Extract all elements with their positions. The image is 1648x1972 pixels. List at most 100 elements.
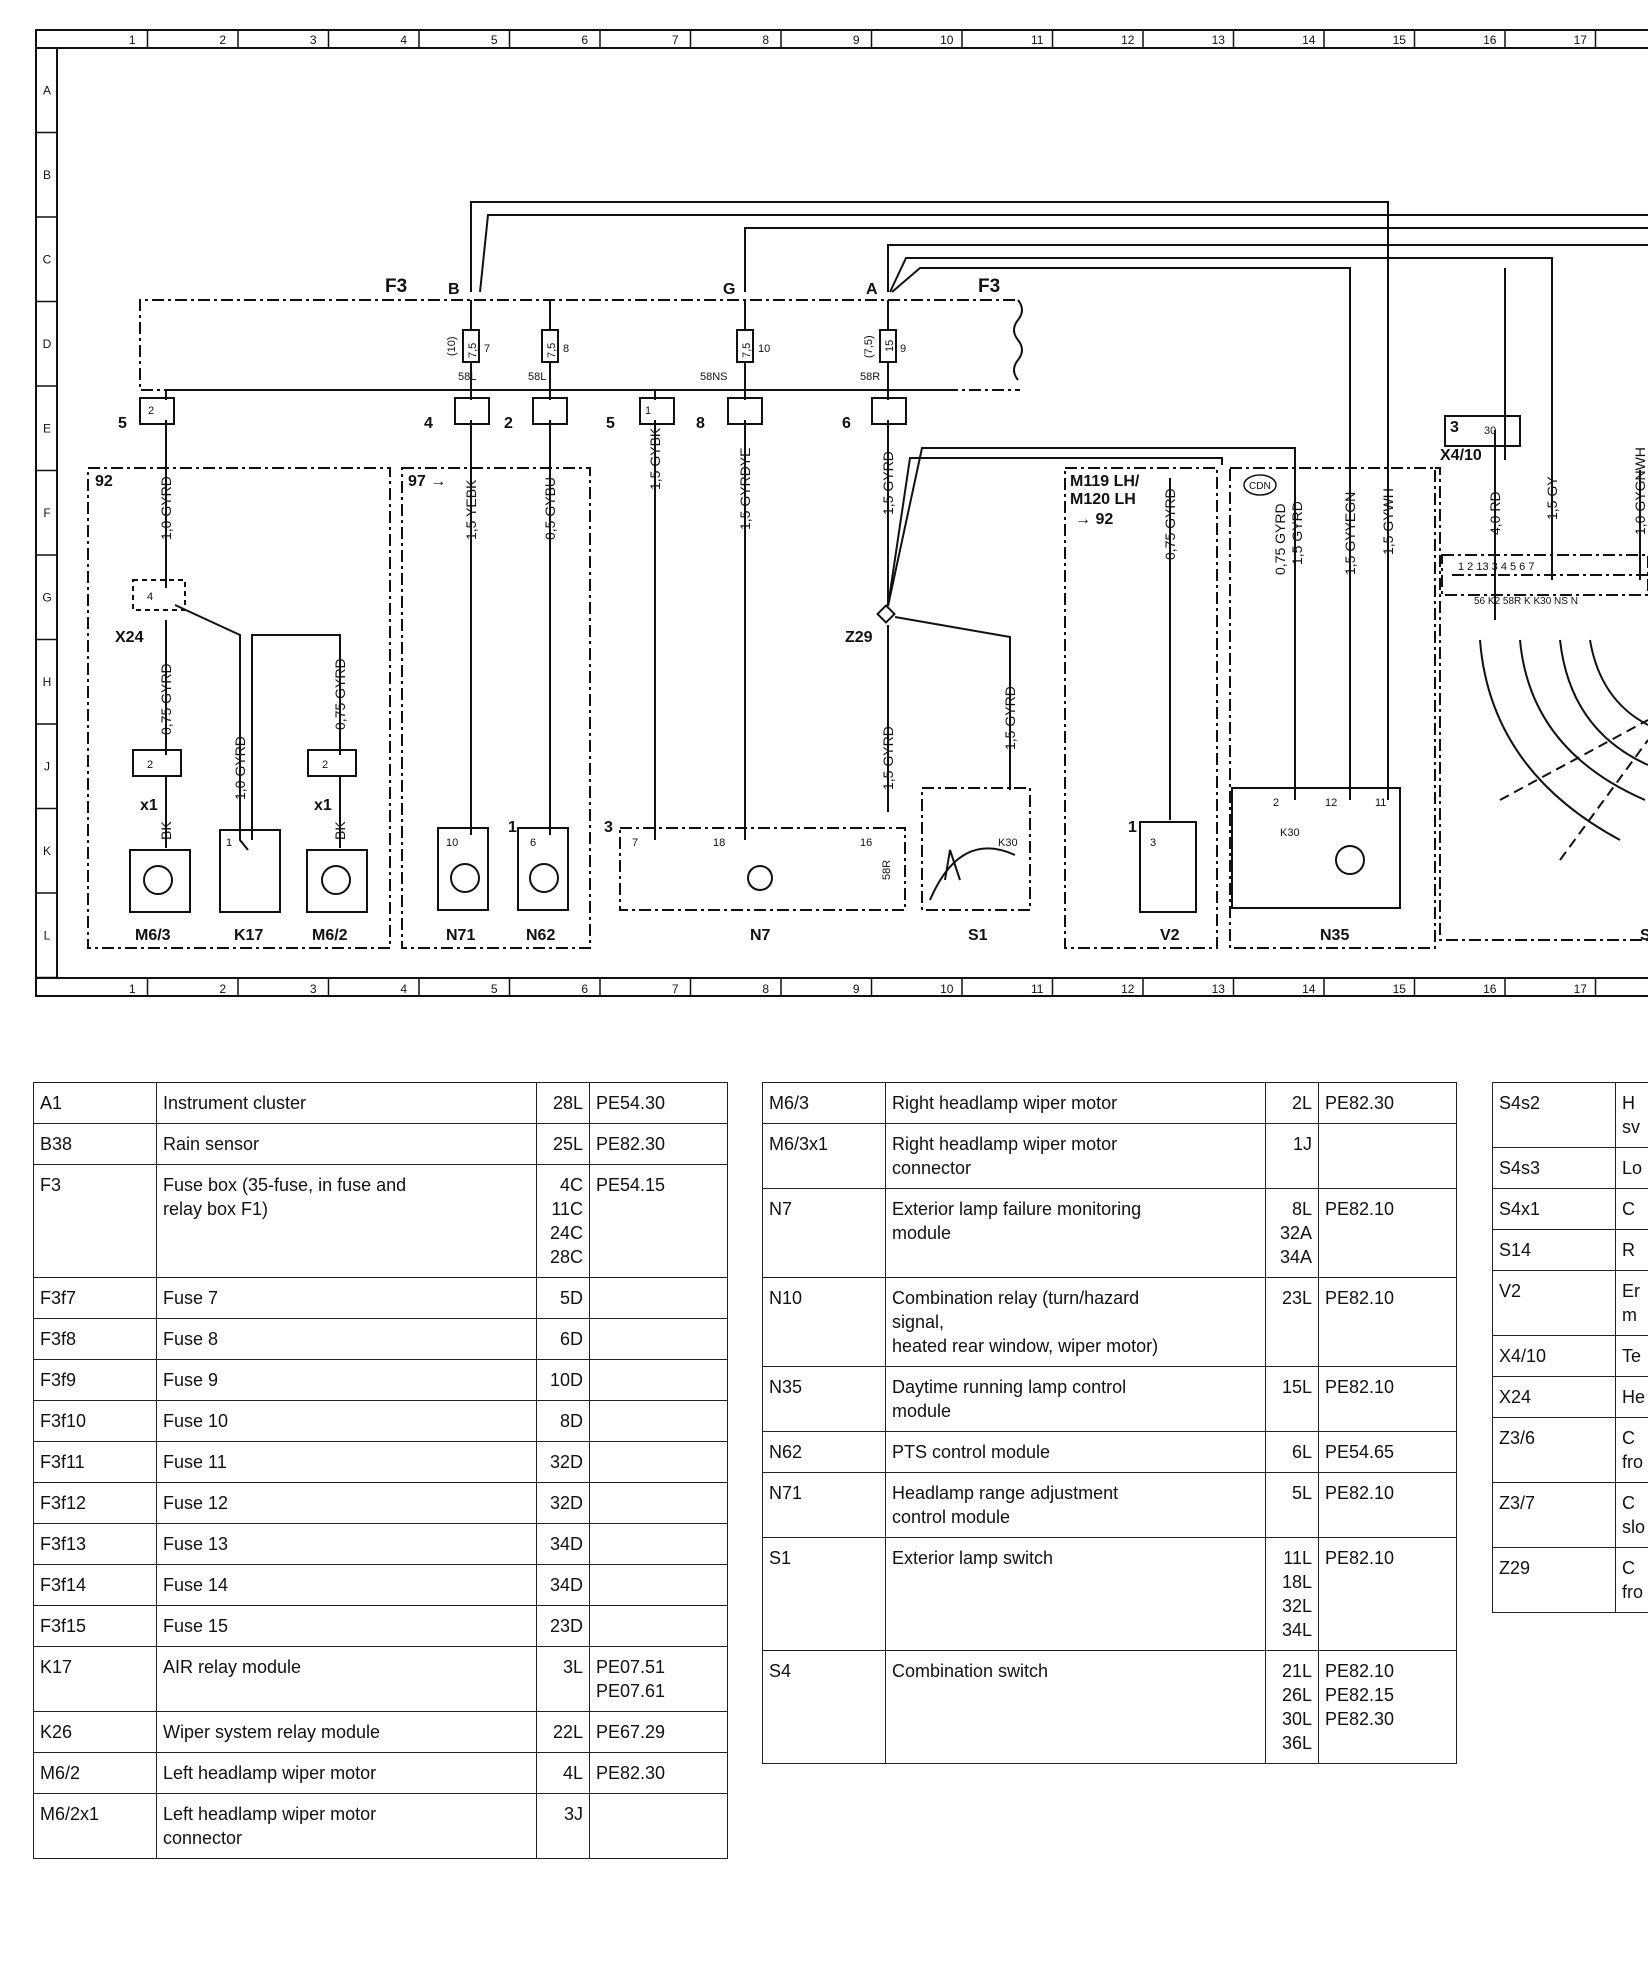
cell-line: PTS control module (892, 1442, 1051, 1462)
cell-line: 11L (1283, 1548, 1312, 1568)
grid-location: 3J (536, 1793, 590, 1859)
grid-location: 8D (536, 1400, 590, 1442)
grid-location: 23D (536, 1605, 590, 1647)
cell-line: Exterior lamp failure monitoring (892, 1199, 1142, 1219)
switch-pin-row: 1 2 13 3 4 5 6 7 (1458, 561, 1534, 573)
fuse-9-terminal: 58R (860, 371, 880, 383)
label-m6-3: M6/3 (135, 927, 171, 944)
cell-line: module (892, 1223, 952, 1243)
cell-line: Left headlamp wiper motor (163, 1804, 377, 1824)
pe-reference (589, 1359, 728, 1401)
cdn-oval (1243, 474, 1277, 496)
pin-n71: 10 (446, 837, 458, 849)
cell-line: Fuse 7 (163, 1288, 219, 1308)
grid-col-top: 9 (853, 33, 860, 47)
cell-line: Fuse box (35-fuse, in fuse and (163, 1175, 407, 1195)
cell-line: PE82.10 (1325, 1548, 1395, 1568)
grid-col-bottom: 11 (1031, 982, 1044, 996)
pe-reference (589, 1482, 728, 1524)
pin-1: 1 (645, 405, 651, 417)
component-code: M6/3 (762, 1082, 886, 1124)
component-description: PTS control module (885, 1431, 1266, 1473)
cell-line: 6L (1291, 1442, 1312, 1462)
component-code: F3f11 (33, 1441, 157, 1483)
cell-line: 34D (549, 1575, 583, 1595)
component-code: V2 (1492, 1270, 1616, 1336)
component-description: AIR relay module (156, 1646, 537, 1712)
component-description: Exterior lamp switch (885, 1537, 1266, 1651)
cell-line: Daytime running lamp control (892, 1377, 1127, 1397)
pe-reference: PE82.10 (1318, 1472, 1457, 1538)
pe-reference (589, 1523, 728, 1565)
label-92: 92 (95, 473, 113, 490)
pe-reference: PE54.15 (589, 1164, 728, 1278)
component-description: Fuse 8 (156, 1318, 537, 1360)
component-code: Z3/6 (1492, 1417, 1616, 1483)
pe-reference (589, 1277, 728, 1319)
cell-line: 4L (562, 1763, 583, 1783)
component-code: Z29 (1492, 1547, 1616, 1613)
component-description: Right headlamp wiper motor (885, 1082, 1266, 1124)
cell-line: Fuse 8 (163, 1329, 219, 1349)
cell-line: connector (163, 1828, 243, 1848)
component-code: N71 (762, 1472, 886, 1538)
cell-line: 2L (1291, 1093, 1312, 1113)
cell-line: slo (1622, 1517, 1646, 1537)
pe-reference: PE82.30 (589, 1752, 728, 1794)
grid-location: 5L (1265, 1472, 1319, 1538)
label-v2: V2 (1160, 927, 1180, 944)
cell-line: Headlamp range adjustment (892, 1483, 1119, 1503)
grid-col-bottom: 16 (1483, 982, 1497, 996)
wire-x24-a: 0,75 GYRD (158, 663, 174, 735)
cell-line: 25L (552, 1134, 583, 1154)
cell-line: sv (1622, 1117, 1640, 1137)
pin-k17: 1 (226, 837, 232, 849)
cell-line: 22L (552, 1722, 583, 1742)
cell-line: C (1622, 1493, 1635, 1513)
grid-row-label: K (43, 844, 51, 858)
cell-line: Rain sensor (163, 1134, 260, 1154)
component-description: Te (1615, 1335, 1648, 1377)
pin-5b: 5 (606, 415, 615, 432)
label-x1-b: x1 (314, 797, 332, 814)
component-description: Rain sensor (156, 1123, 537, 1165)
component-description: Fuse 14 (156, 1564, 537, 1606)
label-97: 97 → (408, 473, 446, 490)
component-description: C (1615, 1188, 1648, 1230)
cell-line: 28L (552, 1093, 583, 1113)
component-code: X24 (1492, 1376, 1616, 1418)
label-cdn: CDN (1249, 481, 1271, 492)
pin-n7-three: 3 (604, 819, 613, 836)
cell-line: signal, (892, 1312, 945, 1332)
cell-line: m (1622, 1305, 1637, 1325)
component-code: F3f15 (33, 1605, 157, 1647)
cell-line: relay box F1) (163, 1199, 269, 1219)
cell-line: PE82.15 (1325, 1685, 1395, 1705)
z29-splice (876, 604, 896, 624)
cell-line: Fuse 9 (163, 1370, 219, 1390)
grid-col-top: 12 (1121, 33, 1135, 47)
pin-s1-k30: K30 (998, 837, 1018, 849)
cell-line: module (892, 1401, 952, 1421)
component-code: N10 (762, 1277, 886, 1367)
cell-line: PE54.15 (596, 1175, 666, 1195)
cell-line: fro (1622, 1582, 1644, 1602)
grid-col-bottom: 5 (491, 982, 498, 996)
cell-line: 32A (1279, 1223, 1312, 1243)
wire-bk-2: BK (332, 821, 348, 840)
pin-x1-a: 2 (147, 759, 153, 771)
